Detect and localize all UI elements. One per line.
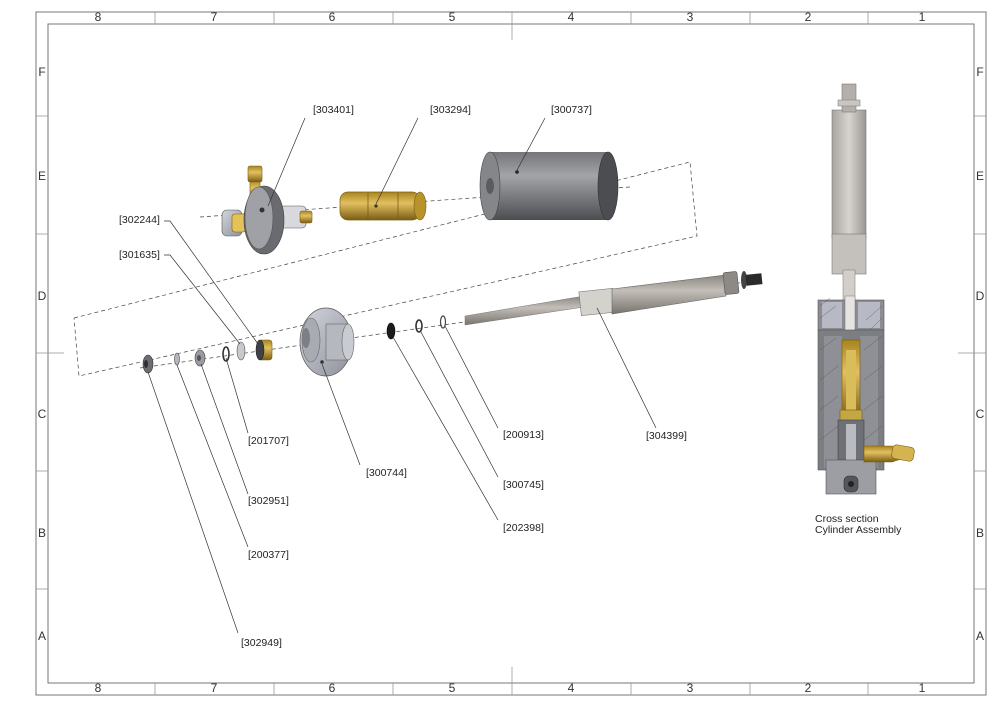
- zone-column-bottom-4: 4: [568, 681, 575, 695]
- callout-201707: [201707]: [248, 435, 289, 447]
- callout-202398: [202398]: [503, 522, 544, 534]
- fitting-body-part: [221, 165, 313, 255]
- drawing-frame: [35, 11, 987, 696]
- zone-column-bottom-6: 6: [329, 681, 336, 695]
- zone-row-right-C: C: [976, 407, 985, 421]
- zone-column-top-5: 5: [449, 10, 456, 24]
- thin-washer-200377: [174, 352, 180, 366]
- zone-column-top-3: 3: [687, 10, 694, 24]
- zone-row-left-C: C: [38, 407, 47, 421]
- zone-row-right-D: D: [976, 289, 985, 303]
- callout-303401: [303401]: [313, 104, 354, 116]
- zone-row-left-D: D: [38, 289, 47, 303]
- callout-200913: [200913]: [503, 429, 544, 441]
- zone-column-top-4: 4: [568, 10, 575, 24]
- washer-302951: [194, 349, 206, 367]
- zone-row-right-E: E: [976, 169, 984, 183]
- callout-302244: [302244]: [119, 214, 160, 226]
- nut-302244: [255, 339, 273, 361]
- leader-lines: [147, 117, 657, 634]
- callout-300737: [300737]: [551, 104, 592, 116]
- clip-200913: [439, 315, 447, 329]
- callout-302949: [302949]: [241, 637, 282, 649]
- callout-301635: [301635]: [119, 249, 160, 261]
- small-washer-302949: [142, 354, 154, 374]
- oring-201707: [222, 346, 230, 362]
- zone-column-top-8: 8: [95, 10, 102, 24]
- zone-column-bottom-7: 7: [211, 681, 218, 695]
- zone-row-right-B: B: [976, 526, 984, 540]
- callout-302951: [302951]: [248, 495, 289, 507]
- oring-300745: [415, 319, 423, 333]
- zone-column-top-6: 6: [329, 10, 336, 24]
- zone-column-bottom-5: 5: [449, 681, 456, 695]
- callout-300745: [300745]: [503, 479, 544, 491]
- zone-column-bottom-3: 3: [687, 681, 694, 695]
- zone-column-bottom-8: 8: [95, 681, 102, 695]
- cross-section-caption: Cross section Cylinder Assembly: [815, 513, 902, 536]
- callout-300744: [300744]: [366, 467, 407, 479]
- brass-sleeve-part: [339, 191, 427, 221]
- zone-row-left-F: F: [38, 65, 45, 79]
- callout-200377: [200377]: [248, 549, 289, 561]
- zone-column-top-1: 1: [919, 10, 926, 24]
- caption-line-2: Cylinder Assembly: [815, 524, 902, 536]
- cylinder-tube-part: [479, 151, 619, 221]
- cross-section-view: [817, 83, 915, 495]
- zone-column-top-2: 2: [805, 10, 812, 24]
- callout-303294: [303294]: [430, 104, 471, 116]
- washer-301635: [236, 341, 246, 361]
- zone-row-left-E: E: [38, 169, 46, 183]
- zone-column-bottom-1: 1: [919, 681, 926, 695]
- zone-row-right-F: F: [976, 65, 983, 79]
- zone-row-left-B: B: [38, 526, 46, 540]
- zone-row-left-A: A: [38, 629, 46, 643]
- zone-row-right-A: A: [976, 629, 984, 643]
- callout-304399: [304399]: [646, 430, 687, 442]
- zone-column-bottom-2: 2: [805, 681, 812, 695]
- black-seal-202398: [386, 322, 396, 340]
- part-callouts: [303401] [303294] [300737] [302244] [301…: [119, 104, 687, 649]
- piston-300744: [299, 307, 355, 377]
- zone-column-top-7: 7: [211, 10, 218, 24]
- piston-rod-304399: [464, 271, 763, 326]
- caption-line-1: Cross section: [815, 513, 879, 525]
